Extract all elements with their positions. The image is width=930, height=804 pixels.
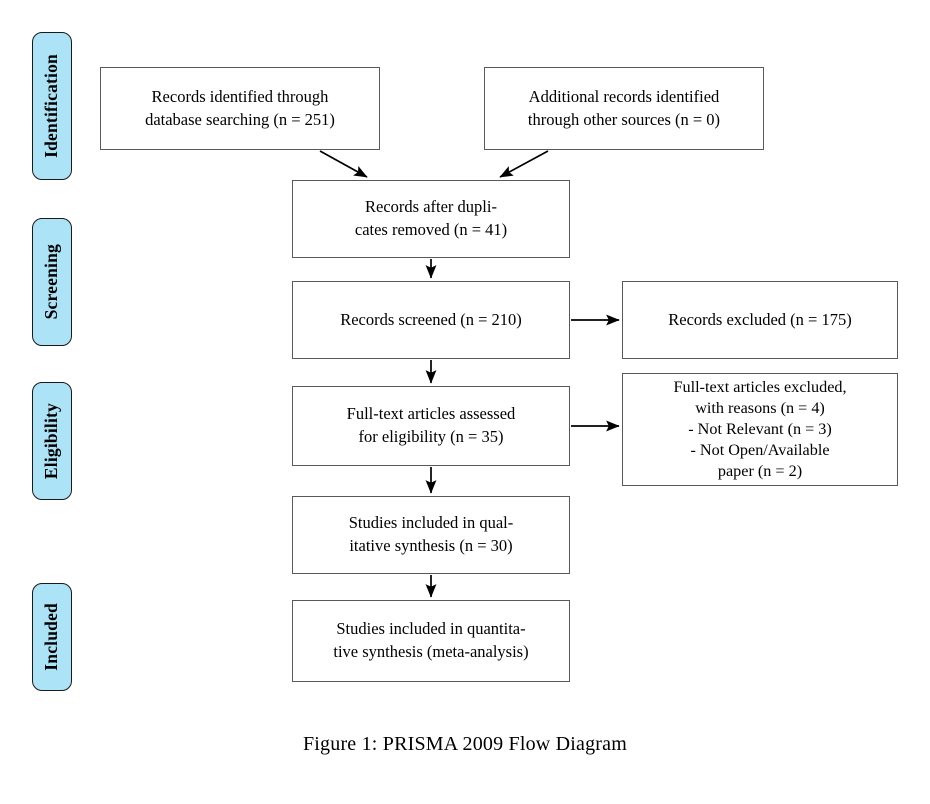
box-studies-qualitative: Studies included in qual- itative synthe… bbox=[292, 496, 570, 574]
box-records-excluded-text: Records excluded (n = 175) bbox=[668, 309, 852, 329]
stage-label-identification: Identification bbox=[41, 54, 62, 158]
arrow-identified-to-duplicates bbox=[319, 150, 368, 178]
box-fulltext-excluded: Full-text articles excluded, with reason… bbox=[622, 373, 898, 486]
figure-caption: Figure 1: PRISMA 2009 Flow Diagram bbox=[302, 733, 628, 755]
box-records-excluded: Records excluded (n = 175) bbox=[622, 281, 898, 359]
box-fulltext-excluded-text: Full-text articles excluded, with reason… bbox=[673, 377, 847, 481]
stage-pill-screening: Screening bbox=[32, 218, 72, 346]
box-records-screened-text: Records screened (n = 210) bbox=[340, 309, 522, 329]
box-additional-records: Additional records identified through ot… bbox=[484, 67, 764, 150]
box-records-after-duplicates-text: Records after dupli- cates removed (n = … bbox=[354, 197, 508, 239]
box-studies-qualitative-text: Studies included in qual- itative synthe… bbox=[348, 513, 514, 555]
stage-label-eligibility: Eligibility bbox=[41, 402, 62, 480]
box-studies-quantitative-text: Studies included in quantita- tive synth… bbox=[333, 619, 529, 661]
arrow-additional-to-duplicates bbox=[499, 150, 549, 178]
stage-label-included: Included bbox=[41, 603, 62, 671]
stage-pill-included: Included bbox=[32, 583, 72, 691]
stage-label-screening: Screening bbox=[41, 244, 62, 320]
box-fulltext-assessed: Full-text articles assessed for eligibil… bbox=[292, 386, 570, 466]
stage-pill-identification: Identification bbox=[32, 32, 72, 180]
box-records-identified: Records identified through database sear… bbox=[100, 67, 380, 150]
box-records-screened: Records screened (n = 210) bbox=[292, 281, 570, 359]
box-additional-records-text: Additional records identified through ot… bbox=[527, 86, 721, 129]
box-records-after-duplicates: Records after dupli- cates removed (n = … bbox=[292, 180, 570, 258]
box-records-identified-text: Records identified through database sear… bbox=[145, 86, 335, 129]
stage-pill-eligibility: Eligibility bbox=[32, 382, 72, 500]
box-studies-quantitative: Studies included in quantita- tive synth… bbox=[292, 600, 570, 682]
box-fulltext-assessed-text: Full-text articles assessed for eligibil… bbox=[346, 404, 516, 446]
